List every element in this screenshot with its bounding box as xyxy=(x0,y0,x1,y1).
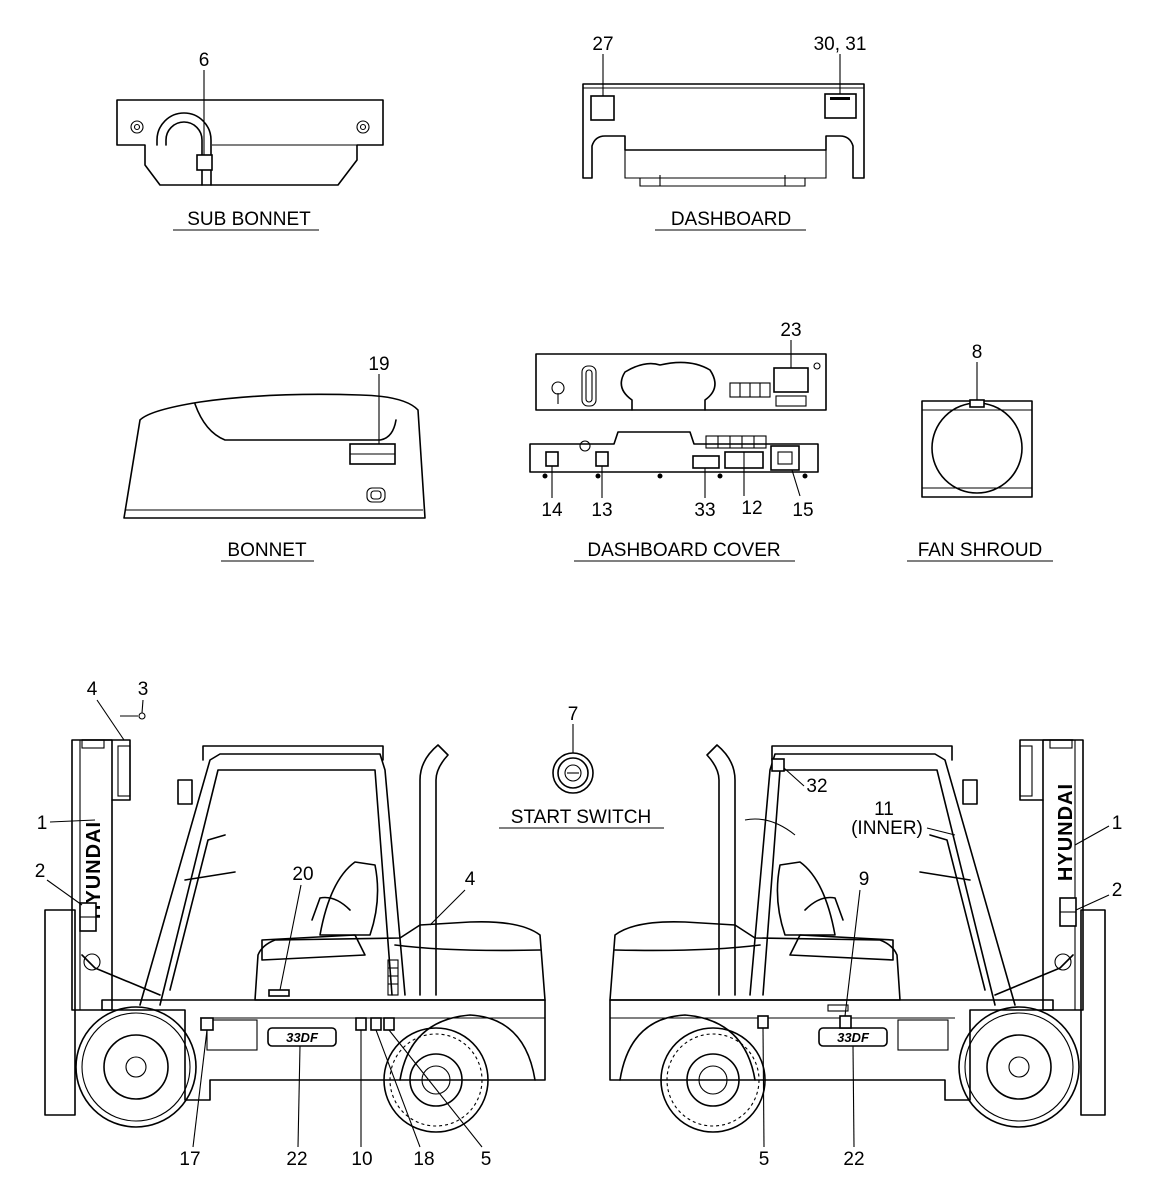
callout-1-right: 1 xyxy=(1112,813,1123,834)
callout-13: 13 xyxy=(591,500,612,521)
right-decal-32 xyxy=(771,758,785,772)
left-decal-5 xyxy=(383,1017,395,1031)
left-decal-10 xyxy=(355,1017,367,1031)
callout-3: 3 xyxy=(138,679,149,700)
sub-bonnet-view: 6 SUB BONNET xyxy=(116,50,384,231)
callout-4-top-left: 4 xyxy=(87,679,98,700)
left-decal-17 xyxy=(200,1017,214,1031)
callout-1-left: 1 xyxy=(37,813,48,834)
decal-14 xyxy=(545,451,559,467)
dashboard-view: 27 30, 31 DASHBOARD xyxy=(582,34,867,231)
callout-2-right: 2 xyxy=(1112,880,1123,901)
start-switch-title: START SWITCH xyxy=(511,807,651,828)
decal-13 xyxy=(595,451,609,467)
callout-33: 33 xyxy=(694,500,715,521)
callout-11-inner: (INNER) xyxy=(851,818,923,839)
callout-23: 23 xyxy=(780,320,801,341)
decal-27 xyxy=(590,95,615,121)
callout-9: 9 xyxy=(859,869,870,890)
callout-18: 18 xyxy=(413,1149,434,1170)
start-switch-view: 7 START SWITCH xyxy=(499,704,664,829)
callout-30-31: 30, 31 xyxy=(814,34,867,55)
callout-15: 15 xyxy=(792,500,813,521)
callout-8: 8 xyxy=(972,342,983,363)
bonnet-view: 19 BONNET xyxy=(123,354,426,562)
callout-14: 14 xyxy=(541,500,563,521)
left-decal-18 xyxy=(370,1017,382,1031)
callout-4-mid-left: 4 xyxy=(465,869,476,890)
left-mast-brand: HYUNDAI xyxy=(83,821,105,919)
sub-bonnet-title: SUB BONNET xyxy=(187,209,311,230)
right-callouts: 32 11 (INNER) 1 2 9 5 22 xyxy=(759,767,1123,1170)
bonnet-title: BONNET xyxy=(227,540,307,561)
callout-27: 27 xyxy=(592,34,613,55)
left-model-badge xyxy=(267,1027,337,1047)
callout-10: 10 xyxy=(351,1149,372,1170)
decal-8 xyxy=(969,399,985,408)
left-callouts: 4 3 1 2 20 4 17 22 10 18 5 xyxy=(35,679,492,1170)
callout-5-left: 5 xyxy=(481,1149,492,1170)
callout-12: 12 xyxy=(741,498,762,519)
left-decal-20 xyxy=(268,989,290,997)
right-mast-brand: HYUNDAI xyxy=(1055,783,1077,881)
right-model-badge-text: 33DF xyxy=(837,1030,870,1045)
dashboard-cover-view: 23 14 13 33 12 15 DASHBOARD COVER xyxy=(529,320,827,562)
forklift-right-side: HYUNDAI 33DF xyxy=(609,739,1106,1133)
right-decal-5 xyxy=(757,1015,769,1029)
callout-22-right: 22 xyxy=(843,1149,864,1170)
callout-5-right: 5 xyxy=(759,1149,770,1170)
decal-33 xyxy=(692,455,720,469)
callout-17: 17 xyxy=(179,1149,200,1170)
callout-6: 6 xyxy=(199,50,210,71)
decal-6 xyxy=(196,154,213,171)
dashboard-cover-title: DASHBOARD COVER xyxy=(587,540,780,561)
left-model-badge-text: 33DF xyxy=(286,1030,319,1045)
forklift-left-side: HYUNDAI 33DF xyxy=(44,712,546,1133)
fan-shroud-view: 8 FAN SHROUD xyxy=(907,342,1053,562)
callout-11: 11 xyxy=(874,799,894,820)
callout-32: 32 xyxy=(806,776,827,797)
callout-2-left: 2 xyxy=(35,861,46,882)
callout-22-left: 22 xyxy=(286,1149,307,1170)
dashboard-title: DASHBOARD xyxy=(671,209,791,230)
decal-15 xyxy=(770,445,800,471)
callout-19: 19 xyxy=(368,354,389,375)
decal-23 xyxy=(773,367,809,393)
callout-7: 7 xyxy=(568,704,579,725)
fan-shroud-title: FAN SHROUD xyxy=(918,540,1043,561)
right-decal-9 xyxy=(839,1015,852,1029)
callout-20: 20 xyxy=(292,864,313,885)
